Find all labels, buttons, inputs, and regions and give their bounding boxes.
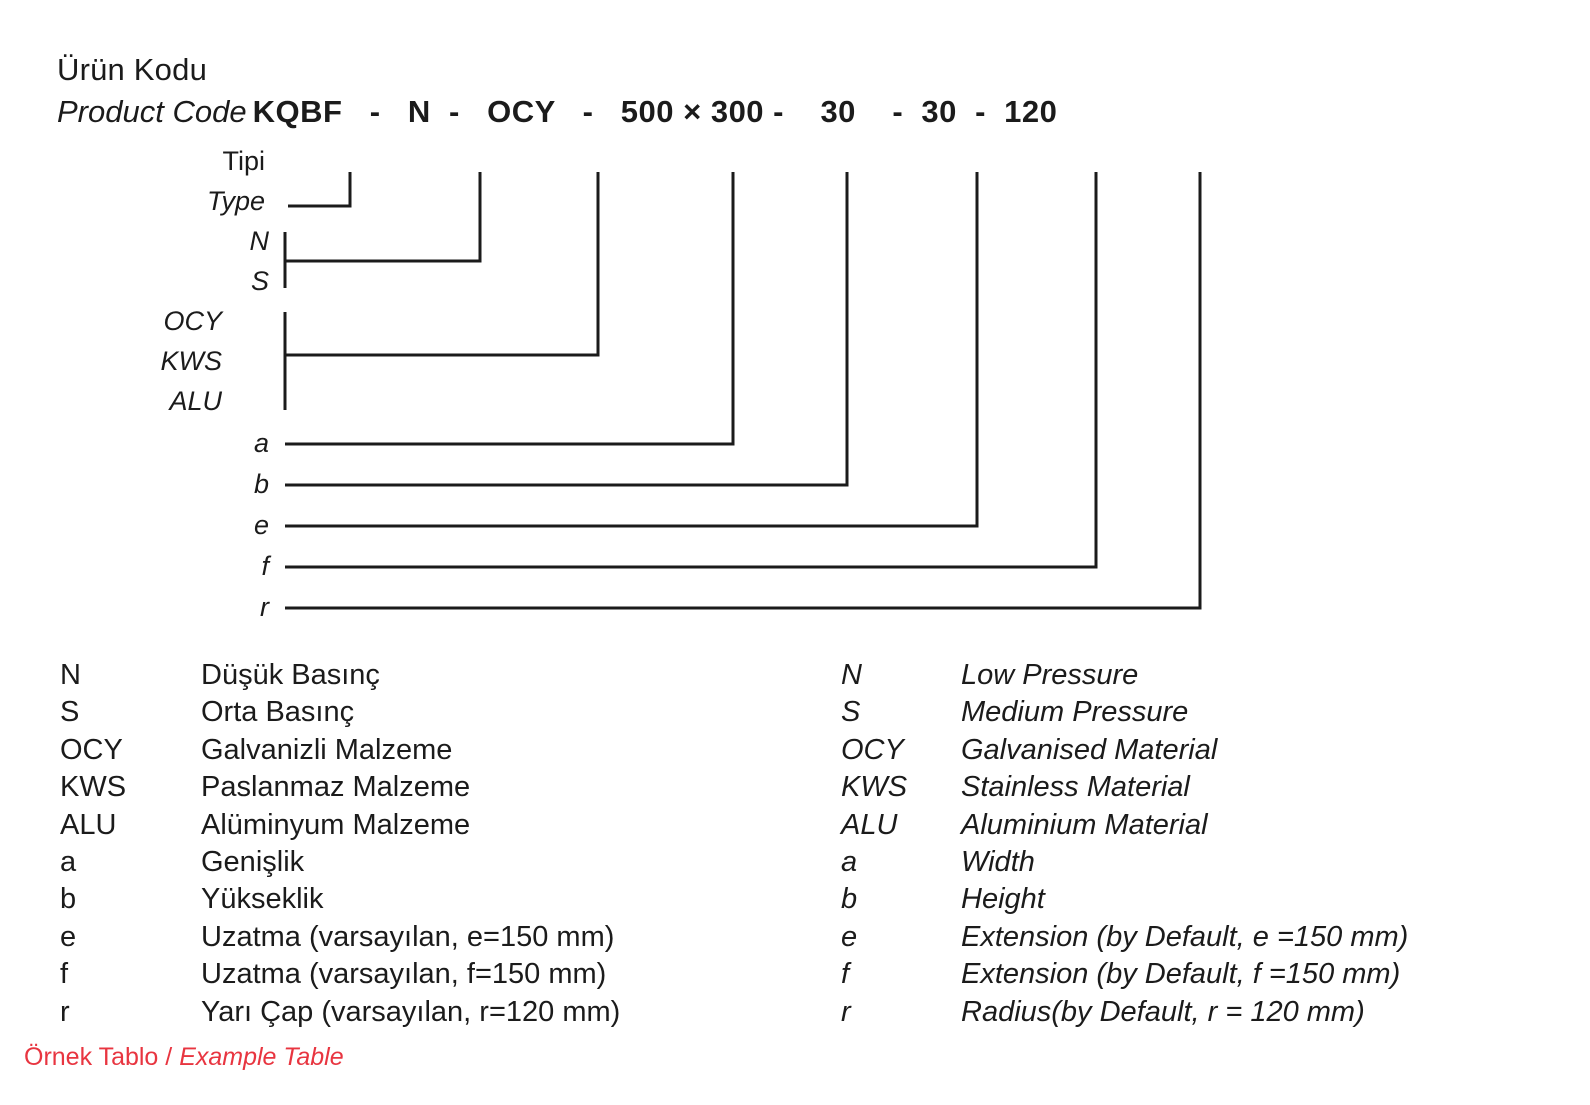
legend-desc: Uzatma (varsayılan, e=150 mm) [201, 920, 615, 953]
legend-key: OCY [60, 733, 123, 766]
example-table-caption: Örnek Tablo / Example Table [24, 1043, 344, 1072]
legend-row: b Height [841, 882, 1408, 919]
leader-label-n: N [249, 226, 270, 256]
legend-key: b [841, 883, 858, 916]
legend-key: ALU [841, 808, 898, 841]
legend-row: r Radius(by Default, r = 120 mm) [841, 995, 1408, 1032]
leader-path-material [285, 172, 600, 357]
leader-path-e [285, 172, 979, 528]
legend-desc: Height [961, 883, 1045, 916]
legend-desc: Low Pressure [961, 659, 1139, 691]
leader-path-r [285, 172, 1202, 610]
caption-tr: Örnek Tablo [24, 1043, 159, 1071]
legend-key: KWS [841, 771, 908, 804]
caption-separator: / [158, 1043, 180, 1071]
legend-row: N Düşük Basınç [60, 658, 620, 695]
legend-row: S Orta Basınç [60, 695, 620, 732]
legend-row: f Extension (by Default, f =150 mm) [841, 957, 1408, 994]
legend-row: KWS Stainless Material [841, 770, 1408, 807]
leader-label-a: a [253, 428, 269, 458]
legend-key: e [841, 920, 858, 953]
legend-key: a [841, 845, 858, 878]
legend-key: f [60, 958, 69, 991]
legend-key: S [841, 696, 861, 729]
legend-desc: Genişlik [201, 845, 305, 878]
legend-table-english: N Low Pressure S Medium Pressure OCY Gal… [841, 658, 1408, 1032]
legend-key: N [841, 659, 862, 691]
leader-label-b: b [253, 469, 269, 499]
legend-desc: Galvanised Material [961, 733, 1218, 766]
legend-row: e Uzatma (varsayılan, e=150 mm) [60, 920, 620, 957]
legend-desc: Width [961, 845, 1035, 878]
leader-label-r: r [260, 592, 269, 622]
legend-key: OCY [841, 733, 904, 766]
legend-key: e [60, 920, 77, 953]
leader-label-kws: KWS [160, 346, 222, 376]
leader-label-s: S [250, 266, 269, 296]
legend-row: r Yarı Çap (varsayılan, r=120 mm) [60, 995, 620, 1032]
legend-row: a Width [841, 845, 1408, 882]
legend-desc: Radius(by Default, r = 120 mm) [961, 995, 1365, 1028]
product-code-title-en: Product Code [57, 94, 247, 129]
legend-desc: Yükseklik [201, 883, 324, 916]
legend-row: OCY Galvanizli Malzeme [60, 733, 620, 770]
legend-row: e Extension (by Default, e =150 mm) [841, 920, 1408, 957]
legend-desc: Orta Basınç [201, 696, 355, 729]
legend-desc: Yarı Çap (varsayılan, r=120 mm) [201, 995, 621, 1028]
leader-label-alu: ALU [169, 386, 222, 416]
leader-label-e: e [253, 510, 269, 540]
legend-key: N [60, 659, 81, 691]
caption-en: Example Table [179, 1043, 344, 1071]
legend-desc: Düşük Basınç [201, 659, 380, 691]
leader-label-type: Type [206, 186, 265, 216]
leader-path-a [285, 172, 735, 446]
legend-row: S Medium Pressure [841, 695, 1408, 732]
legend-row: b Yükseklik [60, 882, 620, 919]
legend-desc: Aluminium Material [961, 808, 1208, 841]
legend-key: r [60, 995, 70, 1028]
legend-desc: Extension (by Default, f =150 mm) [961, 958, 1401, 991]
legend-key: ALU [60, 808, 117, 841]
legend-key: a [60, 845, 77, 878]
legend-row: N Low Pressure [841, 658, 1408, 695]
leader-path-f [285, 172, 1098, 569]
legend-key: b [60, 883, 77, 916]
legend-desc: Medium Pressure [961, 696, 1189, 729]
leader-label-ocy: OCY [163, 306, 222, 336]
product-code-header: Ürün Kodu Product Code KQBF - N - OCY - … [57, 50, 1057, 134]
product-code-value: KQBF - N - OCY - 500 × 300 - 30 - 30 - 1… [252, 94, 1058, 129]
leader-label-f: f [261, 551, 269, 581]
legend-desc: Stainless Material [961, 771, 1190, 804]
legend-desc: Uzatma (varsayılan, f=150 mm) [201, 958, 607, 991]
product-code-title-en-row: Product Code KQBF - N - OCY - 500 × 300 … [57, 90, 1057, 134]
legend-row: ALU Alüminyum Malzeme [60, 808, 620, 845]
leader-label-tipi: Tipi [222, 146, 265, 176]
legend-desc: Alüminyum Malzeme [201, 808, 471, 841]
legend-row: f Uzatma (varsayılan, f=150 mm) [60, 957, 620, 994]
leader-path-b [285, 172, 849, 487]
leader-path-type [288, 172, 352, 208]
legend-key: S [60, 696, 80, 729]
legend-key: r [841, 995, 851, 1028]
legend-row: OCY Galvanised Material [841, 733, 1408, 770]
product-code-title-tr: Ürün Kodu [57, 52, 208, 87]
legend-desc: Extension (by Default, e =150 mm) [961, 920, 1409, 953]
legend-row: ALU Aluminium Material [841, 808, 1408, 845]
legend-key: KWS [60, 771, 127, 804]
legend-desc: Paslanmaz Malzeme [201, 771, 471, 804]
legend-key: f [841, 958, 850, 991]
legend-desc: Galvanizli Malzeme [201, 733, 453, 766]
legend-row: a Genişlik [60, 845, 620, 882]
legend-row: KWS Paslanmaz Malzeme [60, 770, 620, 807]
leader-path-ns [285, 172, 482, 263]
legend-table-turkish: N Düşük Basınç S Orta Basınç OCY Galvani… [60, 658, 620, 1032]
